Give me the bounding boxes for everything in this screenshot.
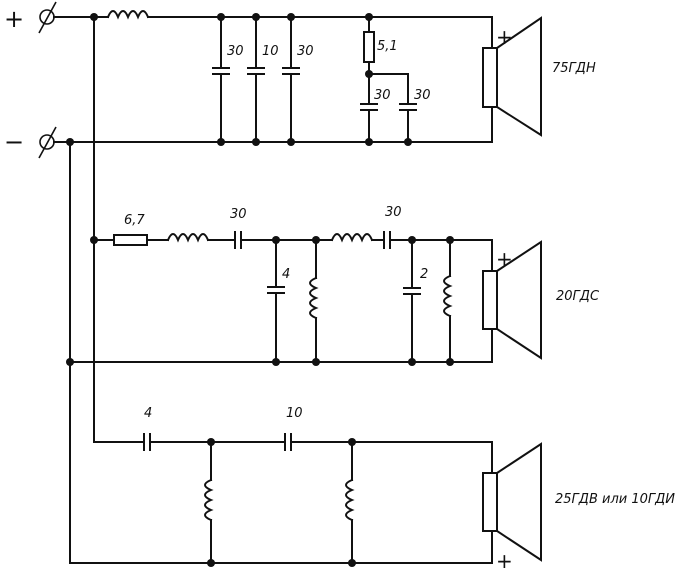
woofer-cap-3-value: 30 — [297, 44, 314, 59]
woofer-filter: 30 10 30 5,1 30 — [66, 10, 493, 146]
midrange-series-cap-1-value: 30 — [230, 207, 247, 222]
woofer-shunt-cap-2 — [247, 16, 265, 143]
tweeter-series-cap-2-value: 10 — [286, 406, 303, 421]
bus-wires — [53, 16, 493, 564]
midrange-inductor-2 — [330, 233, 374, 243]
midrange-resistor-value: 6,7 — [124, 213, 145, 228]
midrange-resistor — [113, 234, 148, 246]
midrange-series-cap-2-value: 30 — [385, 205, 402, 220]
input-terminals: + − — [4, 1, 57, 159]
woofer-cap-5-value: 30 — [414, 88, 431, 103]
woofer-zobel-cap-1 — [360, 95, 378, 143]
woofer-model-label: 75ГДН — [552, 61, 596, 76]
minus-terminal-sign: − — [4, 128, 24, 156]
midrange-model-label: 20ГДС — [556, 289, 600, 304]
tweeter-speaker-icon — [482, 441, 542, 564]
woofer-speaker-icon — [482, 16, 542, 143]
tweeter-model-label: 25ГДВ или 10ГДИ — [555, 492, 675, 507]
tweeter-filter: 4 10 — [69, 406, 493, 567]
midrange-shunt-inductor-2 — [443, 239, 453, 363]
midrange-polarity: + — [496, 247, 513, 271]
woofer-inductor — [106, 10, 150, 20]
tweeter-shunt-inductor-2 — [345, 441, 355, 564]
midrange-shunt-cap-1 — [267, 239, 285, 363]
woofer-shunt-cap-1 — [212, 16, 230, 143]
midrange-shunt-cap-2-value: 2 — [420, 267, 428, 282]
midrange-speaker-icon — [482, 239, 542, 363]
tweeter-shunt-inductor-1 — [204, 441, 214, 564]
woofer-shunt-cap-3 — [282, 16, 300, 143]
midrange-inductor-1 — [166, 233, 210, 243]
woofer-resistor-value: 5,1 — [377, 39, 398, 54]
midrange-shunt-cap-2 — [403, 239, 421, 363]
midrange-shunt-cap-1-value: 4 — [282, 267, 290, 282]
woofer-cap-4-value: 30 — [374, 88, 391, 103]
plus-terminal-sign: + — [4, 5, 24, 33]
woofer-zobel-cap-2 — [399, 103, 417, 143]
woofer-cap-1-value: 30 — [227, 44, 244, 59]
midrange-shunt-inductor-1 — [309, 239, 319, 363]
tweeter-polarity: + — [496, 549, 513, 573]
woofer-cap-2-value: 10 — [262, 44, 279, 59]
tweeter-series-cap-1-value: 4 — [144, 406, 152, 421]
midrange-filter: 6,7 30 30 4 2 — [66, 205, 493, 366]
woofer-polarity: + — [496, 25, 513, 49]
